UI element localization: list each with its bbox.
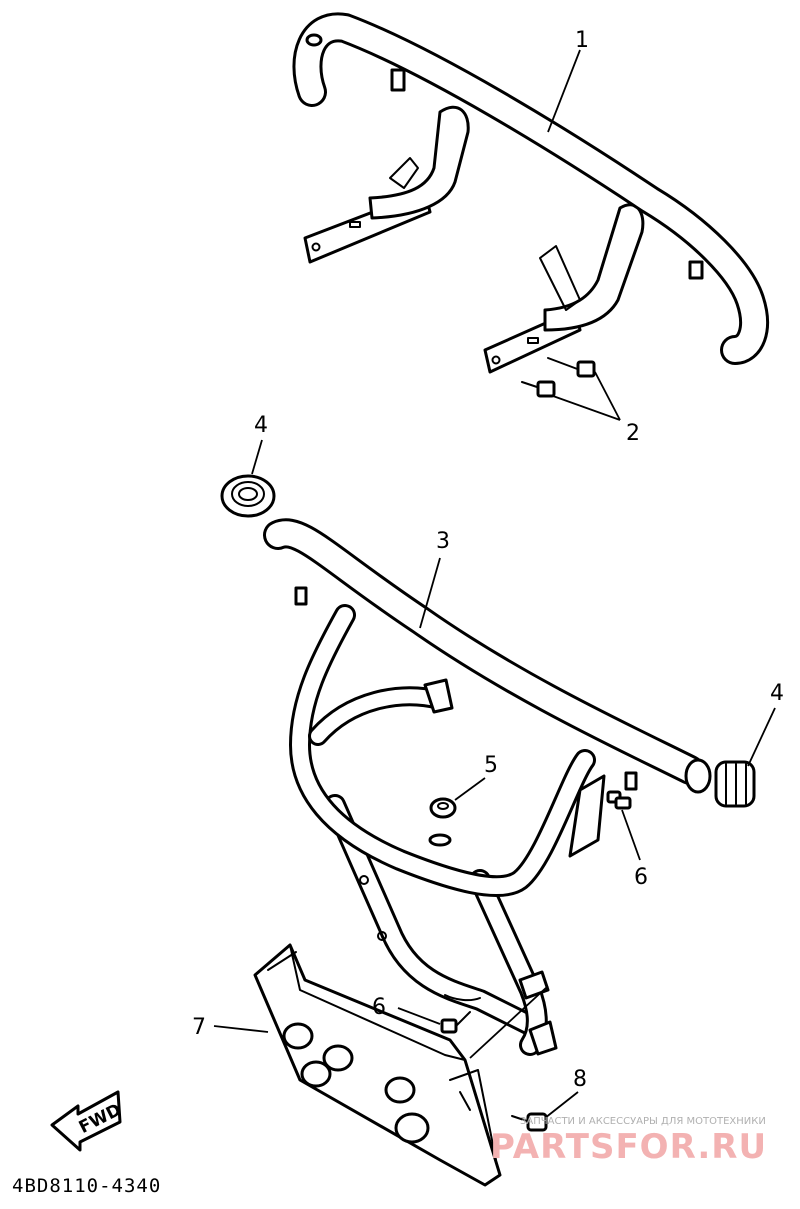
callout-4-top: 4 (254, 413, 268, 438)
callout-6-right: 6 (634, 865, 648, 890)
part-5-collar (428, 797, 457, 847)
part-3-front-guard (263, 518, 712, 1056)
callout-6-lower: 6 (372, 995, 386, 1020)
callout-5: 5 (484, 753, 498, 778)
document-number: 4BD8110-4340 (12, 1175, 161, 1197)
part-8-bolt (511, 1112, 548, 1132)
part-1-rear-guard (292, 12, 769, 374)
callout-7: 7 (192, 1015, 206, 1040)
watermark: ЗАПЧАСТИ И АКСЕССУАРЫ ДЛЯ МОТОТЕХНИКИ PA… (490, 1116, 767, 1167)
part-2-bolts (521, 357, 596, 398)
watermark-caption: ЗАПЧАСТИ И АКСЕССУАРЫ ДЛЯ МОТОТЕХНИКИ (520, 1116, 766, 1127)
part-6-bolt-right (606, 790, 632, 810)
part-6-bolt-lower (440, 1011, 471, 1034)
part-4-grommet-right (714, 760, 756, 808)
fwd-arrow-icon: FWD (50, 1090, 125, 1152)
callout-3: 3 (436, 529, 450, 554)
callout-1: 1 (575, 28, 589, 53)
callout-2: 2 (626, 421, 640, 446)
leader-lines (213, 49, 776, 1119)
part-7-skid-plate (253, 943, 502, 1187)
callout-4-right: 4 (770, 681, 784, 706)
watermark-brand: PARTSFOR.RU (490, 1127, 767, 1167)
callout-labels: 1 2 3 4 4 5 6 6 7 8 (192, 28, 784, 1092)
callout-8: 8 (573, 1067, 587, 1092)
part-4-grommet-top (220, 474, 276, 518)
